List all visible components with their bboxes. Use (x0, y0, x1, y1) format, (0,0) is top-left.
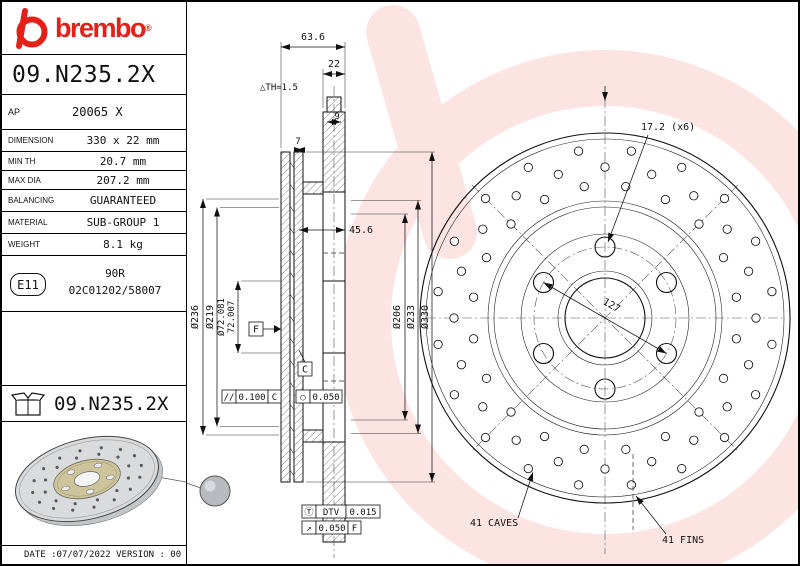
ap-row: AP 20065 X (2, 95, 186, 130)
dim-plate: 9 (334, 112, 339, 122)
spec-value: 20.7 mm (99, 154, 147, 168)
band-inner-circle (487, 200, 723, 436)
brand-name: brembo (55, 12, 147, 43)
spec-row-min-th: MIN TH 20.7 mm (2, 152, 186, 171)
dim-bore-max: Ø72.081 (216, 298, 227, 336)
svg-text://: // (224, 393, 235, 403)
spec-row-balancing: BALANCING GUARANTEED (2, 190, 186, 212)
dim-bolt-holes: 17.2 (x6) (641, 122, 695, 133)
ap-label: AP (8, 107, 21, 117)
brand-header: brembo ® (2, 2, 186, 55)
dim-bore-min: 72.007 (227, 301, 237, 334)
svg-text:F: F (352, 524, 357, 534)
brembo-logo-icon (16, 8, 48, 49)
hub-cap-detail (186, 475, 231, 507)
package-row: 09.N235.2X (2, 385, 186, 422)
dim-dia-219: Ø219 (204, 305, 216, 329)
package-part-number: 09.N235.2X (54, 392, 169, 415)
part-number: 09.N235.2X (12, 61, 156, 88)
disc-outer-circle (419, 132, 791, 504)
fcf-runout: ↗ 0.050 F (301, 520, 362, 535)
spec-row-max-dia: MAX DIA 207.2 mm (2, 171, 186, 190)
ap-value: 20065 X (72, 105, 123, 119)
spec-label: DIMENSION (8, 136, 54, 145)
homologation-line1: 90R (105, 267, 125, 280)
technical-drawing: 63.6 22 △TH=1.5 9 7 45.6 Ø236 Ø219 Ø72. (186, 32, 791, 558)
homologation-line2: 02C01202/58007 (68, 284, 162, 297)
disc-photo (2, 422, 186, 545)
homologation-numbers: 90R 02C01202/58007 (50, 265, 180, 299)
registered-mark: ® (145, 23, 152, 33)
homologation-row: E11 90R 02C01202/58007 (2, 256, 186, 312)
footer-row: DATE :07/07/2022 VERSION : 00 (2, 545, 186, 564)
spec-label: WEIGHT (8, 240, 40, 249)
dim-overall-width: 63.6 (301, 32, 325, 43)
svg-text:0.050: 0.050 (318, 524, 345, 534)
dim-band-thickness: 22 (328, 59, 340, 70)
dim-inner-width: 45.6 (349, 225, 373, 236)
svg-text:○: ○ (300, 393, 306, 403)
date-version: DATE :07/07/2022 VERSION : 00 (24, 550, 182, 560)
dim-dia-330: Ø330 (419, 305, 431, 329)
bolt-circle (533, 246, 677, 390)
fcf-circularity: ○ 0.050 (295, 389, 343, 404)
part-number-row: 09.N235.2X (2, 55, 186, 95)
spec-label: MATERIAL (8, 218, 48, 227)
dim-pcd: 127 (601, 297, 622, 316)
svg-text:0.050: 0.050 (312, 393, 339, 403)
cross-section-view: 63.6 22 △TH=1.5 9 7 45.6 Ø236 Ø219 Ø72. (189, 32, 435, 558)
fcf-dtv: Ⓣ DTV 0.015 (301, 504, 381, 519)
spec-row-material: MATERIAL SUB-GROUP 1 (2, 212, 186, 234)
package-box-icon (10, 391, 46, 416)
dim-min-th-note: △TH=1.5 (260, 83, 298, 93)
front-view: 127 17.2 (x6) 41 CAVES 41 FINS (419, 86, 791, 554)
caves-label: 41 CAVES (470, 518, 518, 529)
fins-label: 41 FINS (662, 535, 704, 546)
spec-label: BALANCING (8, 196, 55, 205)
spec-panel: brembo ® 09.N235.2X AP 20065 X DIMENSION… (2, 2, 187, 564)
svg-text:C: C (272, 393, 277, 403)
datum-f-triangle (274, 325, 281, 333)
svg-text:0.100: 0.100 (238, 393, 265, 403)
dim-dia-233: Ø233 (405, 305, 417, 329)
spec-value: GUARANTEED (89, 194, 157, 207)
dim-dia-206: Ø206 (391, 305, 403, 329)
spec-row-dimension: DIMENSION 330 x 22 mm (2, 130, 186, 152)
cross-drilled-holes (433, 146, 777, 490)
e11-badge: E11 (10, 273, 46, 296)
spec-value: 330 x 22 mm (86, 134, 160, 147)
spec-label: MAX DIA (8, 175, 41, 185)
dim-dia-236: Ø236 (189, 305, 201, 329)
svg-text:↗: ↗ (306, 524, 311, 534)
svg-text:Ⓣ: Ⓣ (304, 507, 313, 518)
spec-value: SUB-GROUP 1 (86, 216, 160, 229)
datum-f-label: F (253, 325, 259, 336)
drilled-holes-3d (31, 446, 143, 512)
vane-ticks (289, 161, 295, 477)
dim-offset: 7 (295, 137, 300, 147)
spec-value: 207.2 mm (96, 173, 150, 187)
spec-value: 8.1 kg (103, 238, 143, 251)
spec-label: MIN TH (8, 156, 36, 166)
datum-c-label: C (302, 365, 308, 376)
hat-circle (520, 233, 690, 403)
svg-text:0.015: 0.015 (349, 508, 376, 518)
disc-3d-image (15, 435, 186, 527)
spec-row-weight: WEIGHT 8.1 kg (2, 234, 186, 256)
fcf-parallelism: // 0.100 C (221, 389, 282, 404)
svg-text:DTV: DTV (323, 508, 340, 518)
